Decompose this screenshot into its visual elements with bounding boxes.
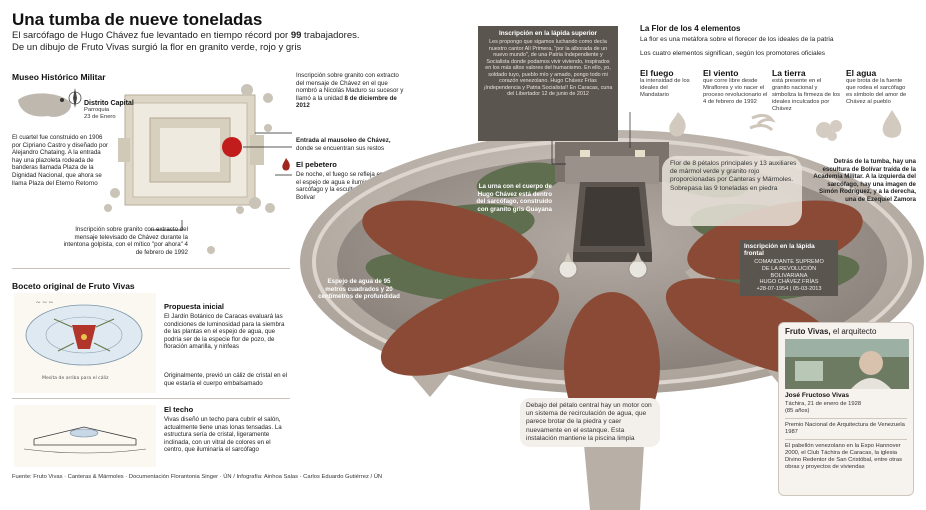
pebetero-heading: El pebetero [296, 160, 337, 169]
bolivar-note: Detrás de la tumba, hay una escultura de… [813, 158, 916, 203]
parish-name: 23 de Enero [84, 114, 116, 120]
architect-photo [785, 339, 909, 389]
element-earth: La tierra está presente en el granito na… [772, 68, 840, 112]
upper-inscription-box: Inscripción en la lápida superior Les pr… [478, 26, 618, 141]
roof-heading: El techo [164, 405, 194, 414]
section-divider [12, 398, 290, 399]
district-label: Distrito Capital [84, 100, 134, 107]
trees-icon [104, 84, 275, 254]
proposal-text-1: El Jardín Botánico de Caracas evaluará l… [164, 313, 285, 351]
sketch-scribble: ~ ~ ~ [36, 298, 54, 307]
sketch-note: Mesita de arriba para el cáliz [42, 374, 109, 381]
sarcophagus [573, 182, 652, 262]
compass-icon [68, 88, 82, 108]
fire-icon [669, 112, 686, 137]
architect-award: Premio Nacional de Arquitectura de Venez… [785, 422, 905, 435]
museum-heading: Museo Histórico Militar [12, 72, 106, 82]
petals-note-bg [662, 156, 802, 226]
inscription-note: Inscripción sobre granito con extracto d… [63, 226, 188, 256]
roof-drawing [14, 405, 156, 467]
urn-label: La urna con el cuerpo de Hugo Chávez est… [476, 183, 552, 213]
front-inscription-box: Inscripción en la lápida frontal COMANDA… [740, 240, 838, 296]
architect-heading: Fruto Vivas, el arquitecto [785, 327, 877, 336]
page-subtitle: El sarcófago de Hugo Chávez fue levantad… [12, 30, 360, 53]
water-drop-icon [882, 110, 902, 138]
pebetero-text: De noche, el fuego se refleja en el espe… [296, 171, 384, 201]
inscription-plaque [580, 150, 590, 157]
inscription-plaque [635, 150, 645, 157]
flower-line-2: Los cuatro elementos significan, según l… [640, 50, 826, 57]
footer-source: Fuente: Fruto Vivas · Canteras & Mármole… [12, 474, 383, 480]
venezuela-map-icon [18, 93, 71, 117]
flower-line-1: La flor es una metáfora sobre el florece… [640, 36, 834, 43]
ramps-label: Rampas de acceso al féretro [372, 385, 408, 408]
wind-icon [749, 113, 776, 132]
sketch-heading: Boceto original de Fruto Vivas [12, 281, 135, 291]
architect-age: (85 años) [785, 408, 810, 414]
architect-works: El pabellón venezolano en la Expo Hannov… [785, 443, 902, 470]
roof-text: Vivas diseñó un techo para cubrir el sal… [164, 416, 282, 454]
architect-name: José Fructoso Vivas [785, 392, 850, 399]
flame-icon [280, 158, 292, 172]
museum-building [118, 94, 264, 206]
element-water: El agua que brota de la fuente que rodea… [846, 68, 907, 105]
section-divider [12, 268, 290, 269]
lamp-icon [558, 252, 648, 279]
petals-note: Flor de 8 pétalos principales y 13 auxil… [662, 156, 804, 226]
parish-label: Parroquia [84, 107, 110, 113]
proposal-text-2: Originalmente, previó un cáliz de crista… [164, 372, 288, 387]
element-wind: El viento que corre libre desde Miraflor… [703, 68, 768, 105]
sketch-drawing: ~ ~ ~ Mesita de arriba para el cáliz [14, 293, 156, 393]
water-label: Espejo de agua de 95 metros cuadrados y … [318, 278, 400, 301]
architect-birth: Táchira, 21 de enero de 1928 [785, 401, 862, 407]
flower-heading: La Flor de los 4 elementos [640, 24, 741, 33]
callout-inscription: Inscripción sobre granito con extracto d… [296, 72, 404, 110]
callout-entrance: Entrada al mausoleo de Chávez, donde se … [296, 137, 391, 152]
earth-icon [816, 120, 842, 141]
proposal-heading: Propuesta inicial [164, 302, 225, 311]
element-icons [669, 110, 902, 141]
motor-note: Debajo del pétalo central hay un motor c… [520, 398, 660, 448]
location-dot-icon [60, 98, 64, 102]
page-title: Una tumba de nueve toneladas [12, 10, 263, 29]
element-fire: El fuego la intensidad de los ideales de… [640, 68, 690, 98]
architect-card: Fruto Vivas, el arquitecto José Fructoso… [778, 322, 914, 496]
museum-history: El cuartel fue construido en 1906 por Ci… [12, 134, 108, 187]
museum-plan [18, 84, 292, 254]
mausoleum-marker [222, 137, 242, 157]
